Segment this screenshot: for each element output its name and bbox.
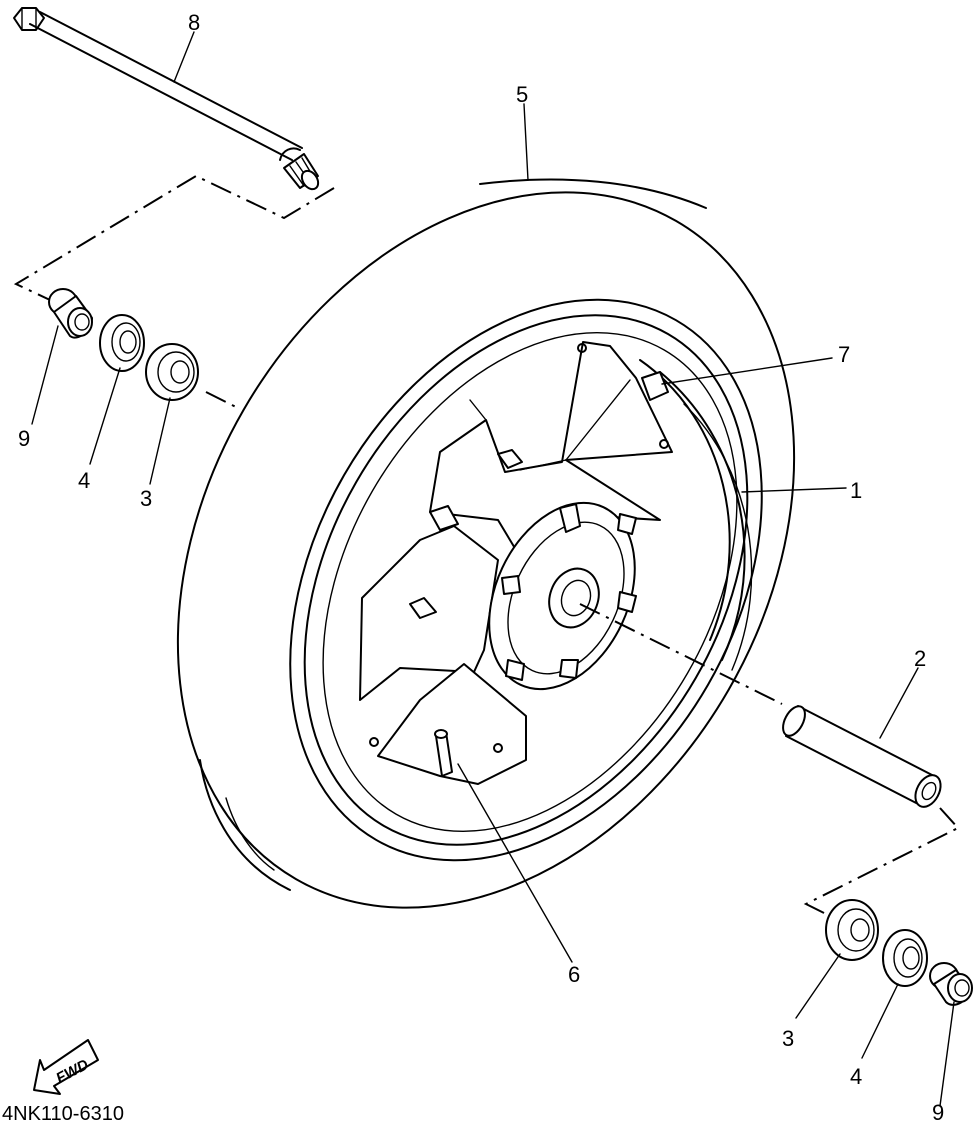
bearing-left-part [145, 343, 199, 401]
assembly-line-right [579, 603, 960, 915]
fwd-arrow-icon: FWD [33, 1039, 99, 1095]
callout-oil-seal-right: 4 [850, 1064, 862, 1089]
oil-seal-left-part [99, 314, 145, 372]
callout-collar-left: 9 [18, 426, 30, 451]
leader-lines [31, 31, 955, 1107]
wheel-part [289, 298, 763, 862]
callout-tire: 5 [516, 82, 528, 107]
assembly-line-left [13, 174, 335, 301]
callout-balance-weight: 7 [838, 342, 850, 367]
callout-bearing-left: 3 [140, 486, 152, 511]
callout-collar-right: 9 [932, 1100, 944, 1123]
oil-seal-right-part [882, 929, 928, 987]
collar-left-part [48, 288, 93, 339]
callout-valve: 6 [568, 962, 580, 987]
bearing-right-part [825, 899, 879, 961]
part-code: 4NK110-6310 [2, 1103, 124, 1123]
callout-wheel: 1 [850, 478, 862, 503]
axle-part [13, 7, 320, 191]
callout-bearing-right: 3 [782, 1026, 794, 1051]
callout-oil-seal-left: 4 [78, 468, 90, 493]
spacer-part [782, 705, 942, 808]
assembly-line-left-wheel [205, 391, 239, 409]
collar-right-part [929, 962, 973, 1006]
callout-spacer: 2 [914, 646, 926, 671]
tire-part [176, 178, 796, 909]
callout-axle: 8 [188, 10, 200, 35]
